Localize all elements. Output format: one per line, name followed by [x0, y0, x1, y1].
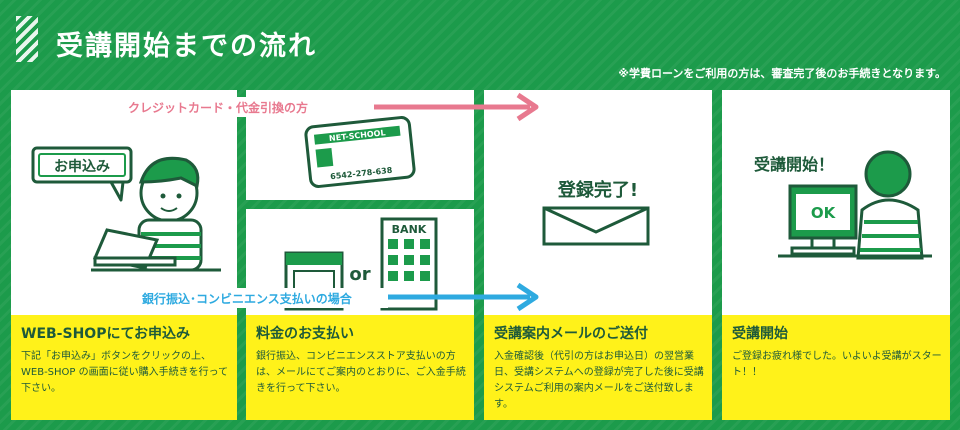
pink-arrow-head [516, 92, 539, 122]
step-start-text: ご登録お疲れ様でした。いよいよ受講がスタート！！ [732, 351, 942, 378]
step-payment-panel: 料金のお支払い 銀行振込、コンビニエンスストア支払いの方は、メールにてご案内のと… [246, 315, 474, 420]
ok-label: OK [811, 204, 837, 222]
pink-route-label-bg [122, 97, 372, 117]
loan-note: ※学費ローンをご利用の方は、審査完了後のお手続きとなります。 [618, 67, 946, 80]
step-mail-text: 入金確認後（代引の方はお申込日）の翌営業日、受講システムへの登録が完了した後に受… [494, 351, 704, 410]
step-apply-text: 下記「お申込み」ボタンをクリックの上、WEB-SHOP の画面に従い購入手続きを… [21, 351, 229, 394]
card-chip [315, 147, 334, 168]
envelope-body [542, 206, 650, 246]
or-label: or [349, 264, 370, 285]
step-payment-title: 料金のお支払い [256, 326, 354, 342]
apply-sign-inner [38, 153, 126, 177]
step-apply-title: WEB-SHOPにてお申込み [21, 326, 191, 342]
done-label: 登録完了! [557, 179, 638, 201]
person-head-back [864, 150, 912, 198]
start-label: 受講開始！ [754, 155, 834, 174]
step-apply-card: お申込み WEB-SHOPにてお申込み 下記「お申込み」ボタンをクリックの上、W… [11, 90, 237, 420]
pink-route-label: クレジットカード・代金引換の方 [128, 100, 308, 115]
apply-illustration: お申込み [31, 146, 221, 272]
credit-card-illustration: NET-SCHOOL 6542-278-638 [304, 116, 416, 188]
person-back [856, 198, 924, 260]
apply-sign-label: お申込み [54, 158, 110, 175]
person-eye [176, 193, 182, 199]
bank-windows [388, 239, 430, 281]
laptop-base [93, 256, 177, 267]
blue-arrow-head [516, 282, 539, 312]
step-mail-panel: 受講案内メールのご送付 入金確認後（代引の方はお申込日）の翌営業日、受講システム… [484, 315, 712, 420]
step-mail-title: 受講案内メールのご送付 [494, 326, 648, 342]
step-start-title: 受講開始 [732, 326, 788, 342]
bank-store-illustration: or BANK [284, 217, 438, 311]
speech-tail [109, 180, 125, 202]
step-bank-payment-card: or BANK 料金のお支払い 銀行振込、コンビニエンスストア支払いの方は、メー… [246, 209, 474, 420]
step-apply-panel: WEB-SHOPにてお申込み 下記「お申込み」ボタンをクリックの上、WEB-SH… [11, 315, 237, 420]
step-start-panel: 受講開始 ご登録お疲れ様でした。いよいよ受講がスタート！！ [722, 315, 950, 420]
mail-illustration: 登録完了! [542, 179, 650, 246]
person-hair [138, 156, 200, 189]
bank-sign: BANK [392, 223, 427, 236]
person-eye [160, 193, 166, 199]
envelope-flap [543, 206, 649, 234]
step-payment-text: 銀行振込、コンビニエンスストア支払いの方は、メールにてご案内のとおりに、ご入金手… [256, 351, 466, 394]
card-band [313, 125, 401, 145]
step-start-card: 受講開始！ OK 受講開始 ご登録お疲れ様でした。いよいよ受講がスタート！！ [722, 90, 950, 420]
blue-route-label-bg [136, 288, 388, 308]
monitor-screen [796, 194, 850, 230]
start-illustration: 受講開始！ OK [754, 150, 932, 260]
blue-route-label: 銀行振込･コンビニエンス支払いの場合 [141, 291, 353, 306]
step-mail-card: 登録完了! 受講案内メールのご送付 入金確認後（代引の方はお申込日）の翌営業日、… [484, 90, 712, 420]
title-decoration [16, 16, 38, 62]
page-title: 受講開始までの流れ [56, 31, 317, 62]
